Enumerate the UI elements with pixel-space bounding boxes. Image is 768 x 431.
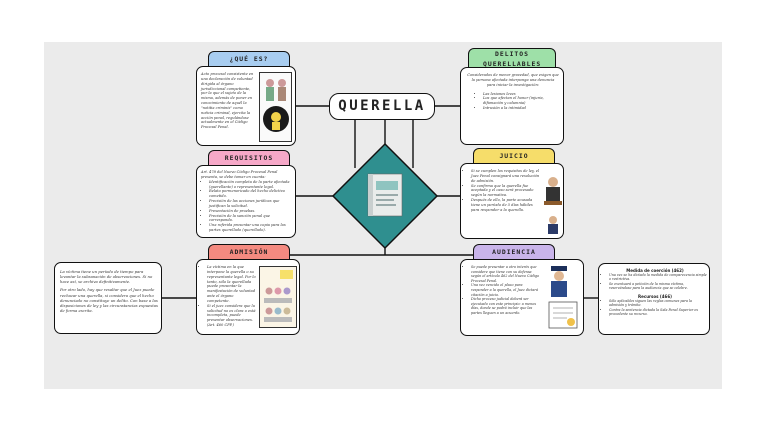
juicio-box: Si se cumplen los requisitos de ley, el … xyxy=(460,163,564,239)
juicio-content: Si se cumplen los requisitos de ley, el … xyxy=(464,169,542,213)
judge-icon xyxy=(544,177,562,234)
police-icon xyxy=(548,266,578,329)
audiencia-header: AUDIENCIA xyxy=(473,244,555,260)
list-item: Los que afectan el honor (injuria, difam… xyxy=(483,96,559,106)
conciliacion-content: Medida de coerción (462) Una vez se ha d… xyxy=(603,268,707,317)
requisitos-header: REQUISITOS xyxy=(208,150,290,166)
book-icon xyxy=(367,173,403,217)
audiencia-box: Se puede presentar a otro interés que co… xyxy=(460,259,584,336)
list-item: Presentación de pruebas. xyxy=(209,209,293,214)
conciliacion-box: Medida de coerción (462) Una vez se ha d… xyxy=(598,263,710,335)
audiencia-content: Se puede presentar a otro interés que co… xyxy=(464,265,540,316)
list-item: Se eventuará a petición de la misma víct… xyxy=(609,282,707,291)
list-item: Relato pormenorizado del hecho delictivo… xyxy=(209,189,293,199)
list-item: Contra la sentencia dictada la Sala Pena… xyxy=(609,308,707,317)
list-item: Se confirma que la querella fue aceptada… xyxy=(471,184,542,199)
conciliacion-title-2: Recursos (466) xyxy=(638,293,672,299)
que-es-text: Acto procesal consistente en una declara… xyxy=(201,72,254,130)
admision-content: La víctima en la que interpone la querel… xyxy=(200,265,256,328)
requisitos-box: Art. 478 del Nuevo Código Procesal Penal… xyxy=(196,165,296,238)
admision-side-box: La víctima tiene un período de tiempo pa… xyxy=(54,262,162,334)
list-item: Se puede presentar a otro interés que co… xyxy=(471,265,540,283)
list-item: La víctima en la que interpone la querel… xyxy=(207,265,256,304)
admision-side-content: La víctima tiene un período de tiempo pa… xyxy=(60,269,158,313)
list-item: Dicho proceso judicial deberá ser ejecut… xyxy=(471,297,540,315)
meeting-icon xyxy=(259,266,297,328)
list-item: Si el juez considera que la solicitud no… xyxy=(207,304,256,328)
list-item: Después de ello, la parte acusada tiene … xyxy=(471,198,542,213)
center-diamond xyxy=(331,142,439,250)
que-es-header: ¿QUÉ ES? xyxy=(208,51,290,67)
list-item: Por otro lado, hay que resaltar que el J… xyxy=(60,287,158,313)
list-item: Una referida presentar una copia para la… xyxy=(209,223,293,233)
list-item: Identificación completa de la parte afec… xyxy=(209,180,293,190)
list-item: Si se cumplen los requisitos de ley, el … xyxy=(471,169,542,184)
conciliacion-title-1: Medida de coerción (462) xyxy=(626,268,684,273)
admision-box: La víctima en la que interpone la querel… xyxy=(196,259,300,335)
list-item: Precisión de las acciones jurídicas que … xyxy=(209,199,293,209)
list-item: Una vez vencido el plazo para responder … xyxy=(471,283,540,297)
list-item: Sólo aplicables siguen las reglas comune… xyxy=(609,299,707,308)
que-es-box: Acto procesal consistente en una declara… xyxy=(196,66,296,146)
delitos-intro: Considerados de menor gravedad, que exig… xyxy=(467,73,559,87)
juicio-header: JUICIO xyxy=(473,148,555,164)
delitos-content: Considerados de menor gravedad, que exig… xyxy=(467,73,559,111)
delitos-box: Considerados de menor gravedad, que exig… xyxy=(460,67,564,145)
admision-header: ADMISIÓN xyxy=(208,244,290,260)
list-item: Intrusión a la intimidad xyxy=(483,106,559,111)
page-title: QUERELLA xyxy=(329,93,435,120)
delitos-header: DELITOS QUERELLABLES xyxy=(468,48,556,69)
people-icon xyxy=(259,72,292,142)
requisitos-content: Art. 478 del Nuevo Código Procesal Penal… xyxy=(201,170,293,233)
list-item: La víctima tiene un período de tiempo pa… xyxy=(60,269,153,285)
list-item: Una vez se ha dictado la medida de compa… xyxy=(609,273,707,282)
list-item: Precisión de la sanción penal que corres… xyxy=(209,214,293,224)
requisitos-intro: Art. 478 del Nuevo Código Procesal Penal… xyxy=(201,170,278,179)
list-item: Las lesiones leves xyxy=(483,92,559,97)
